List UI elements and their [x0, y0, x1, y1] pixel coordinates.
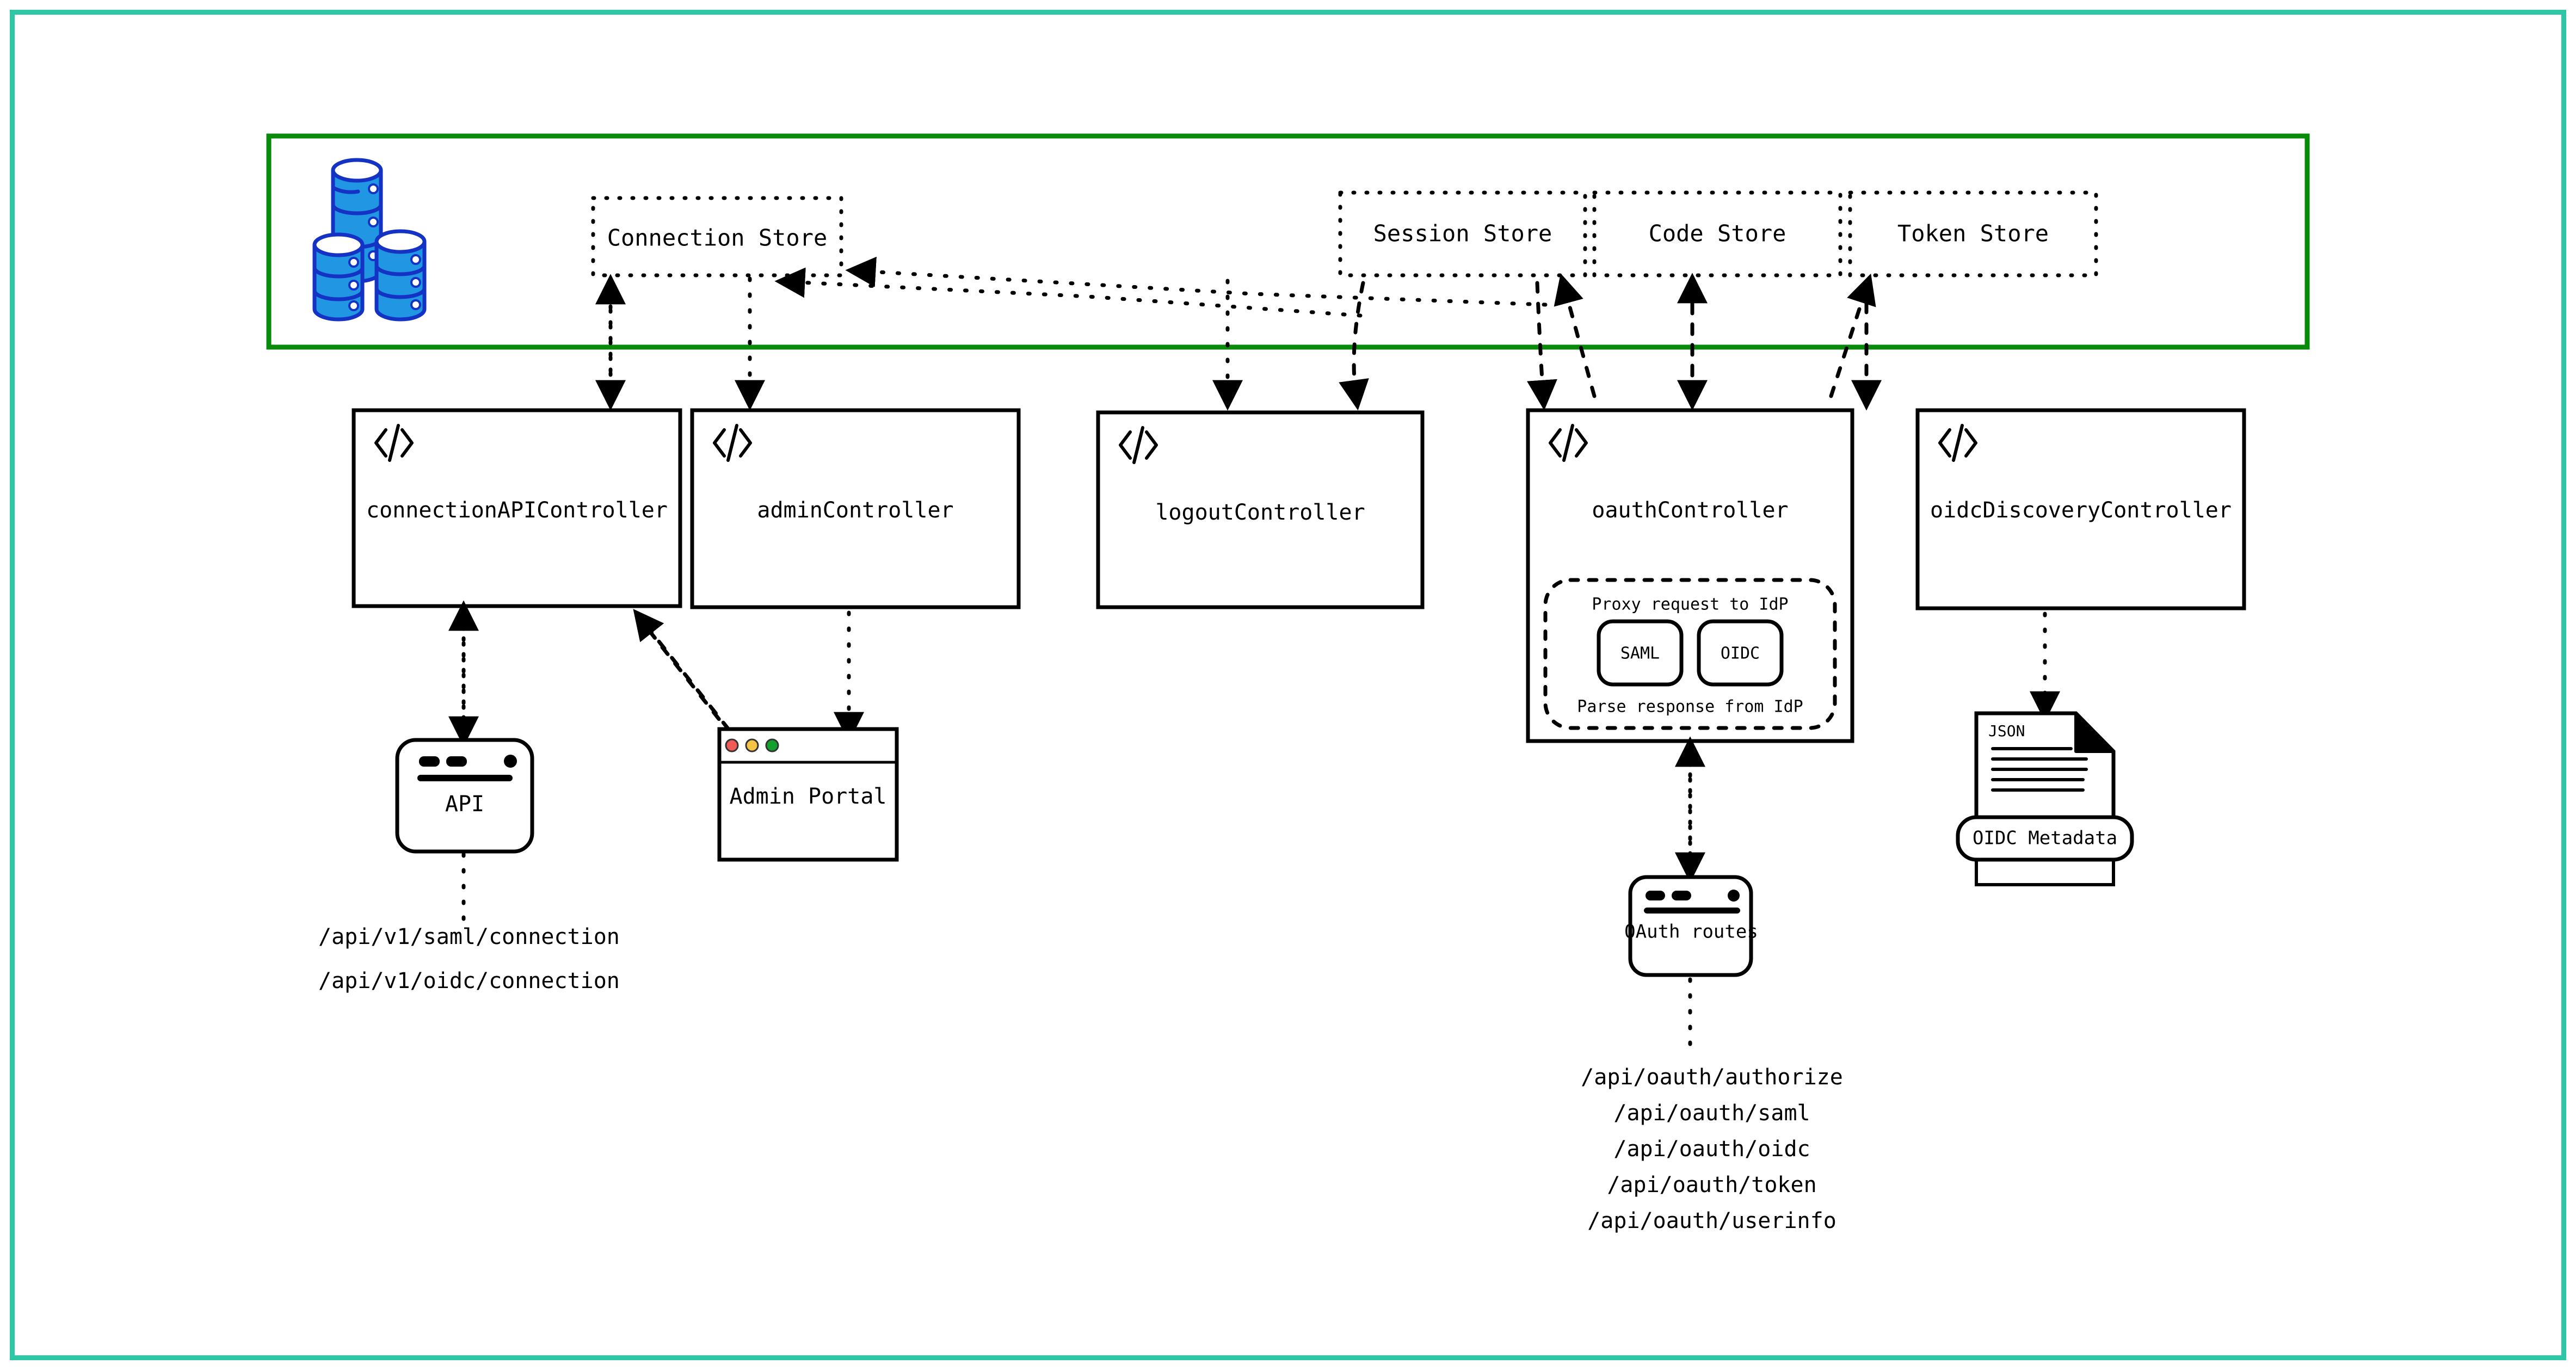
oidc-protocol-label: OIDC	[1721, 644, 1760, 663]
traffic-light-yellow	[745, 738, 759, 752]
admin-portal-node[interactable]: Admin Portal	[717, 727, 899, 862]
session-store[interactable]: Session Store	[1338, 190, 1587, 277]
link-sessionstore-to-logout	[1339, 281, 1369, 411]
outer-frame	[10, 10, 2566, 1360]
code-store[interactable]: Code Store	[1592, 190, 1842, 277]
connection-endpoint-0: /api/v1/saml/connection	[318, 924, 620, 949]
oauth-controller-label: oauthController	[1592, 498, 1788, 523]
link-oauth-to-tokenstore	[1829, 273, 1876, 398]
oidc-metadata-node[interactable]: JSON OIDC Metadata	[1956, 711, 2134, 886]
link-oauth-to-sessionstore	[1554, 273, 1597, 398]
oauth-endpoint-2: /api/oauth/oidc	[1613, 1137, 1810, 1162]
traffic-light-green	[765, 738, 779, 752]
oauth-proxy-group: Proxy request to IdP SAML OIDC Parse res…	[1543, 578, 1837, 730]
saml-protocol-label: SAML	[1620, 644, 1660, 663]
oidc-discovery-controller-label: oidcDiscoveryController	[1930, 498, 2232, 523]
token-store[interactable]: Token Store	[1848, 190, 2098, 277]
logout-controller[interactable]: logoutController	[1096, 410, 1425, 609]
code-icon	[1549, 424, 1588, 462]
oauth-endpoint-1: /api/oauth/saml	[1613, 1101, 1810, 1126]
api-node[interactable]: API	[395, 738, 534, 854]
oauth-routes-node[interactable]: OAuth routes	[1624, 875, 1758, 977]
connection-endpoint-1: /api/v1/oidc/connection	[318, 968, 620, 993]
oauth-endpoint-3: /api/oauth/token	[1607, 1172, 1816, 1198]
link-logout-to-connstore	[774, 267, 1363, 318]
code-icon	[1938, 424, 1977, 462]
oidc-protocol[interactable]: OIDC	[1697, 619, 1784, 687]
oauth-endpoint-0: /api/oauth/authorize	[1581, 1065, 1843, 1090]
oidc-metadata-label: OIDC Metadata	[1973, 828, 2117, 849]
connection-api-controller[interactable]: connectionAPIController	[352, 408, 682, 608]
link-oauth-to-connstore	[845, 256, 1548, 307]
code-store-label: Code Store	[1649, 220, 1786, 247]
admin-controller[interactable]: adminController	[690, 408, 1021, 609]
connection-store-label: Connection Store	[607, 225, 828, 251]
oidc-discovery-controller[interactable]: oidcDiscoveryController	[1915, 408, 2246, 610]
store-group-box	[266, 133, 2310, 350]
oauth-controller[interactable]: oauthController Proxy request to IdP SAM…	[1526, 408, 1854, 743]
database-stack-icon	[312, 158, 427, 322]
traffic-light-red	[725, 738, 739, 752]
connection-store[interactable]: Connection Store	[591, 196, 843, 277]
link-sessionstore-to-oauth	[1527, 281, 1557, 411]
saml-protocol[interactable]: SAML	[1597, 619, 1684, 687]
parse-response-label: Parse response from IdP	[1577, 698, 1803, 717]
code-icon	[374, 424, 414, 462]
logout-controller-label: logoutController	[1155, 500, 1365, 525]
admin-controller-label: adminController	[757, 498, 953, 523]
proxy-request-label: Proxy request to IdP	[1592, 595, 1788, 614]
code-icon	[1119, 426, 1158, 464]
oauth-endpoint-4: /api/oauth/userinfo	[1587, 1208, 1837, 1233]
admin-portal-label: Admin Portal	[730, 784, 887, 809]
connection-api-controller-label: connectionAPIController	[366, 498, 668, 523]
oauth-routes-label: OAuth routes	[1624, 921, 1758, 943]
json-doc-type-label: JSON	[1988, 722, 2025, 740]
api-node-label: API	[445, 792, 484, 817]
session-store-label: Session Store	[1373, 220, 1552, 247]
code-icon	[713, 424, 752, 462]
token-store-label: Token Store	[1897, 220, 2049, 247]
